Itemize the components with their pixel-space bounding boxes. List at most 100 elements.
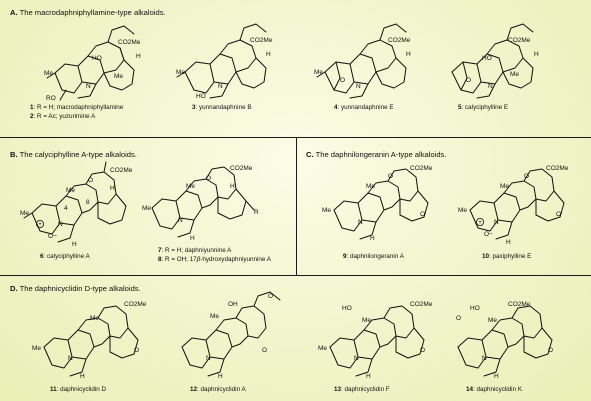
atom-co2me-7: CO2Me	[230, 165, 253, 172]
atom-n-3: N	[218, 83, 223, 90]
atom-o-9b: O	[420, 211, 425, 218]
caption-12-num: 12	[190, 386, 198, 393]
caption-13-num: 13	[334, 386, 342, 393]
atom-me-6b: Me	[20, 210, 29, 217]
atom-ro-1: RO	[46, 95, 56, 102]
atom-n-1: N	[86, 83, 91, 90]
atom-h-9: H	[370, 235, 375, 242]
caption-5-num: 5	[458, 104, 462, 111]
divider-ab	[0, 137, 591, 139]
atom-me-13b: Me	[318, 345, 327, 352]
atom-co2me-13: CO2Me	[410, 301, 433, 308]
atom-h-11: H	[80, 373, 85, 380]
caption-10: 10: paxiphylline E	[482, 253, 531, 260]
atom-n-12: N	[206, 355, 211, 362]
atom-num4: 4	[64, 205, 68, 212]
section-a-letter: A.	[10, 8, 18, 17]
atom-me-9b: Me	[322, 207, 331, 214]
atom-co2me-6: CO2Me	[110, 167, 133, 174]
caption-2-text: : R = Ac; yuzurimine A	[33, 113, 96, 120]
atom-ho-14: HO	[470, 305, 480, 312]
caption-13: 13: daphnicyclidin F	[334, 386, 390, 393]
caption-7-num: 7	[158, 247, 162, 254]
section-c-title: C. The daphnilongeranin A-type alkaloids…	[306, 150, 446, 159]
caption-4-num: 4	[334, 104, 338, 111]
atom-o-7: O	[206, 175, 211, 182]
plus-sign-6: +	[38, 222, 42, 228]
atom-o-12b: O	[262, 347, 267, 354]
structure-5	[451, 23, 534, 99]
structure-7	[151, 166, 255, 238]
atom-co2me-3: CO2Me	[250, 37, 273, 44]
atom-num8: 8	[86, 199, 90, 206]
caption-9-text: : daphnilongeranin A	[346, 253, 404, 260]
atom-me-6: Me	[66, 187, 75, 194]
atom-o-6: O	[88, 177, 93, 184]
caption-8-text: : R = OH; 17	[161, 256, 197, 263]
atom-co2me-10: CO2Me	[546, 165, 569, 172]
atom-co2me-5: CO2Me	[508, 37, 531, 44]
caption-14: 14: daphnicyclidin K	[466, 386, 522, 393]
atom-h-10: H	[506, 239, 511, 246]
caption-10-text: : paxiphylline E	[489, 253, 532, 260]
structure-10	[469, 168, 565, 240]
atom-me-10b: Me	[458, 207, 467, 214]
atom-me-12: Me	[210, 313, 219, 320]
atom-me-7: Me	[186, 183, 195, 190]
caption-8: 8: R = OH; 17β-hydroxydaphniyunnine A	[158, 256, 271, 263]
caption-10-num: 10	[482, 253, 490, 260]
structure-6	[23, 161, 127, 243]
atom-h-7: H	[190, 235, 195, 242]
atom-ho-13: HO	[342, 305, 352, 312]
caption-1-text: : R = H; macrodaphniphyllamine	[33, 104, 124, 111]
atom-o-14: O	[456, 315, 461, 322]
atom-ominus-6: O−	[48, 233, 57, 240]
structure-14	[457, 305, 553, 377]
caption-12: 12: daphnicyclidin A	[190, 386, 246, 393]
atom-n-11: N	[68, 355, 73, 362]
structure-1	[46, 25, 135, 101]
atom-o-14b: O	[548, 347, 553, 354]
caption-3: 3: yunnandaphnine B	[192, 104, 252, 111]
atom-n-5: N	[488, 83, 493, 90]
atom-r-7: R	[254, 209, 259, 216]
caption-6-text: : calyciphylline A	[43, 253, 90, 260]
atom-me-10: Me	[500, 183, 509, 190]
section-a-title: A. The macrodaphniphyllamine-type alkalo…	[10, 8, 166, 17]
caption-11: 11: daphnicyclidin D	[50, 386, 106, 393]
atom-n-9: N	[358, 219, 363, 226]
caption-14-text: : daphnicyclidin K	[473, 386, 523, 393]
atom-ho-5: HO	[482, 55, 492, 62]
section-a-text: The macrodaphniphyllamine-type alkaloids…	[19, 8, 166, 17]
caption-2: 2: R = Ac; yuzurimine A	[30, 113, 95, 120]
atom-me-4: Me	[314, 69, 323, 76]
caption-5-text: : calyciphylline E	[461, 104, 509, 111]
caption-1-num: 1	[30, 104, 34, 111]
atom-o-10: O	[524, 173, 529, 180]
section-b-title: B. The calyciphylline A-type alkaloids.	[10, 150, 137, 159]
atom-h-7b: H	[230, 183, 235, 190]
divider-bd	[0, 275, 591, 277]
atom-n-14: N	[482, 355, 487, 362]
structure-4	[316, 23, 407, 99]
section-d-title: D. The daphnicyclidin D-type alkaloids.	[10, 284, 141, 293]
caption-3-num: 3	[192, 104, 196, 111]
atom-me-3: Me	[176, 69, 185, 76]
caption-3-text: : yunnandaphnine B	[195, 104, 252, 111]
atom-me-1b: Me	[44, 70, 53, 77]
atom-co2me-4: CO2Me	[388, 37, 411, 44]
atom-h-1: H	[136, 53, 141, 60]
caption-14-num: 14	[466, 386, 474, 393]
structure-3	[176, 23, 267, 99]
atom-ominus-10: O−	[484, 231, 493, 238]
section-b-letter: B.	[10, 150, 18, 159]
structure-12	[181, 291, 281, 377]
atom-n-7: N	[178, 217, 183, 224]
atom-co2me-9: CO2Me	[410, 165, 433, 172]
atom-n-6: N	[58, 221, 63, 228]
atom-co2me-11: CO2Me	[124, 301, 147, 308]
caption-12-text: : daphnicyclidin A	[197, 386, 246, 393]
caption-5: 5: calyciphylline E	[458, 104, 508, 111]
atom-o-9: O	[388, 173, 393, 180]
